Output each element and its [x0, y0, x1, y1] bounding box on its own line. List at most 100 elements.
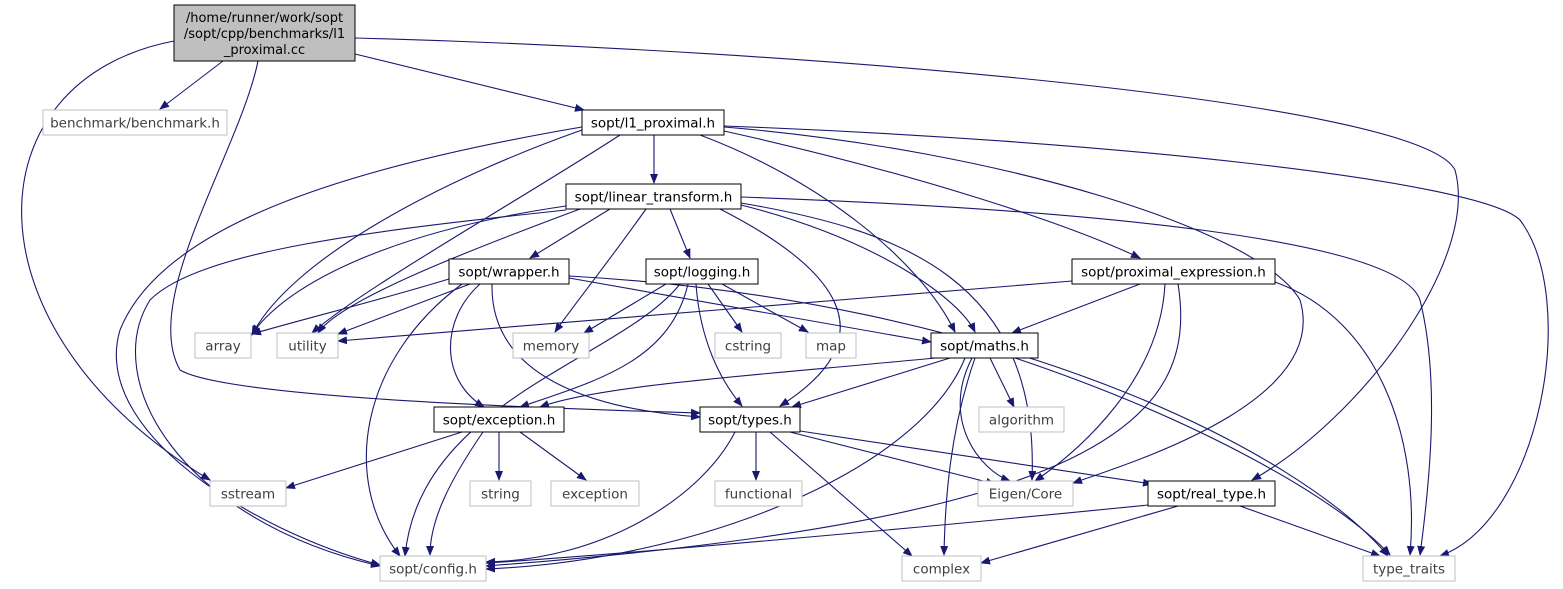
node-box — [901, 555, 982, 582]
edge-l1-maths — [699, 134, 956, 333]
node-memory: memory — [512, 332, 590, 359]
node-proximal_expression[interactable]: sopt/proximal_expression.h — [1071, 258, 1276, 285]
node-maths[interactable]: sopt/maths.h — [930, 332, 1039, 359]
node-l1_proximal[interactable]: sopt/l1_proximal.h — [581, 109, 725, 136]
file-nodes: /home/runner/work/sopt/sopt/cpp/benchmar… — [42, 4, 1456, 582]
node-label: array — [205, 339, 240, 355]
edge-lg-config — [401, 283, 681, 557]
root-label-line: _proximal.cc — [223, 43, 305, 58]
node-types[interactable]: sopt/types.h — [699, 406, 801, 433]
node-label: functional — [725, 487, 792, 503]
edge-ex-exception — [519, 431, 587, 481]
edge-wr-config — [365, 283, 463, 557]
edge-ty-complex — [769, 431, 913, 557]
edge-ma-type_traits — [1014, 357, 1391, 556]
node-box — [1071, 258, 1276, 285]
node-functional: functional — [714, 480, 803, 507]
edge-ma-config — [485, 357, 966, 573]
node-label: benchmark/benchmark.h — [50, 116, 220, 132]
node-box — [550, 480, 640, 507]
node-linear_transform[interactable]: sopt/linear_transform.h — [565, 183, 742, 210]
node-map: map — [805, 332, 857, 359]
node-label: exception — [562, 487, 628, 503]
edge-pe-maths — [1011, 283, 1141, 334]
edge-ma-types — [791, 357, 951, 409]
edge-root-real_type — [354, 37, 1459, 481]
node-real_type[interactable]: sopt/real_type.h — [1147, 480, 1276, 507]
node-exception: exception — [550, 480, 640, 507]
node-array: array — [194, 332, 252, 359]
node-label: utility — [288, 339, 326, 355]
node-algorithm: algorithm — [978, 406, 1065, 433]
edge-l1-array — [251, 129, 583, 336]
node-label: cstring — [725, 339, 771, 355]
edge-l1-proximal_expr — [723, 130, 1141, 259]
edge-wr-maths — [568, 277, 932, 345]
edge-rt-config — [485, 504, 1149, 567]
node-box — [805, 332, 857, 359]
node-utility: utility — [276, 332, 339, 359]
node-box — [699, 406, 801, 433]
edge-wr-types — [491, 283, 701, 421]
edge-ma-complex — [940, 357, 976, 556]
node-logging[interactable]: sopt/logging.h — [645, 258, 759, 285]
edge-l1-eigen_core — [723, 126, 1304, 484]
node-label: sopt/linear_transform.h — [575, 190, 733, 206]
node-box — [194, 332, 252, 359]
edge-lt-maths — [740, 204, 976, 333]
edge-l1-config — [115, 126, 583, 567]
node-label: memory — [523, 339, 579, 355]
node-box — [645, 258, 759, 285]
node-box — [714, 480, 803, 507]
edge-lt-wrapper — [529, 208, 611, 259]
edge-rt-complex — [980, 505, 1179, 565]
node-box — [565, 183, 742, 210]
root-label-line: /sopt/cpp/benchmarks/l1 — [184, 27, 345, 42]
node-box — [581, 109, 725, 136]
edge-lt-type_traits — [740, 196, 1433, 556]
edge-l1-utility — [311, 134, 621, 334]
node-label: sopt/proximal_expression.h — [1081, 265, 1266, 281]
edge-wr-array — [251, 278, 450, 336]
edge-pe-eigen_core — [1034, 283, 1166, 482]
edge-lg-memory — [583, 283, 667, 334]
node-label: string — [481, 487, 520, 503]
node-box — [42, 109, 228, 136]
node-sstream: sstream — [209, 480, 287, 507]
node-box — [276, 332, 339, 359]
edge-root-benchmark — [159, 60, 224, 110]
node-box — [433, 406, 565, 433]
edge-pe-config — [485, 283, 1182, 570]
edge-ex-sstream — [285, 431, 463, 490]
node-box — [448, 258, 570, 285]
node-label: sstream — [221, 487, 275, 503]
edge-ma-algorithm — [989, 357, 1015, 408]
node-wrapper[interactable]: sopt/wrapper.h — [448, 258, 570, 285]
node-exception_h[interactable]: sopt/exception.h — [433, 406, 565, 433]
node-label: sopt/types.h — [708, 413, 792, 429]
node-label: map — [816, 339, 846, 355]
edge-ma-exception_h — [539, 357, 936, 408]
node-box — [1147, 480, 1276, 507]
edge-lg-cstring — [707, 283, 743, 333]
node-label: algorithm — [989, 413, 1054, 429]
edge-pe-utility — [337, 280, 1073, 345]
edge-lt-logging — [669, 208, 691, 259]
node-label: sopt/l1_proximal.h — [591, 116, 715, 132]
node-label: complex — [913, 562, 970, 578]
node-box — [977, 480, 1074, 507]
node-root[interactable]: /home/runner/work/sopt/sopt/cpp/benchmar… — [173, 4, 356, 62]
dependency-edges — [21, 37, 1549, 573]
node-label: Eigen/Core — [989, 487, 1063, 503]
edge-root-l1_proximal — [354, 53, 585, 112]
edge-lg-types — [695, 283, 743, 407]
node-label: sopt/config.h — [389, 562, 477, 578]
edge-root-sstream — [21, 40, 211, 481]
edge-lt-utility — [317, 208, 581, 334]
node-box — [173, 4, 356, 62]
edge-lt-eigen_core — [740, 202, 1037, 481]
node-box — [469, 480, 532, 507]
node-box — [209, 480, 287, 507]
edge-wr-type_traits — [568, 275, 1389, 557]
